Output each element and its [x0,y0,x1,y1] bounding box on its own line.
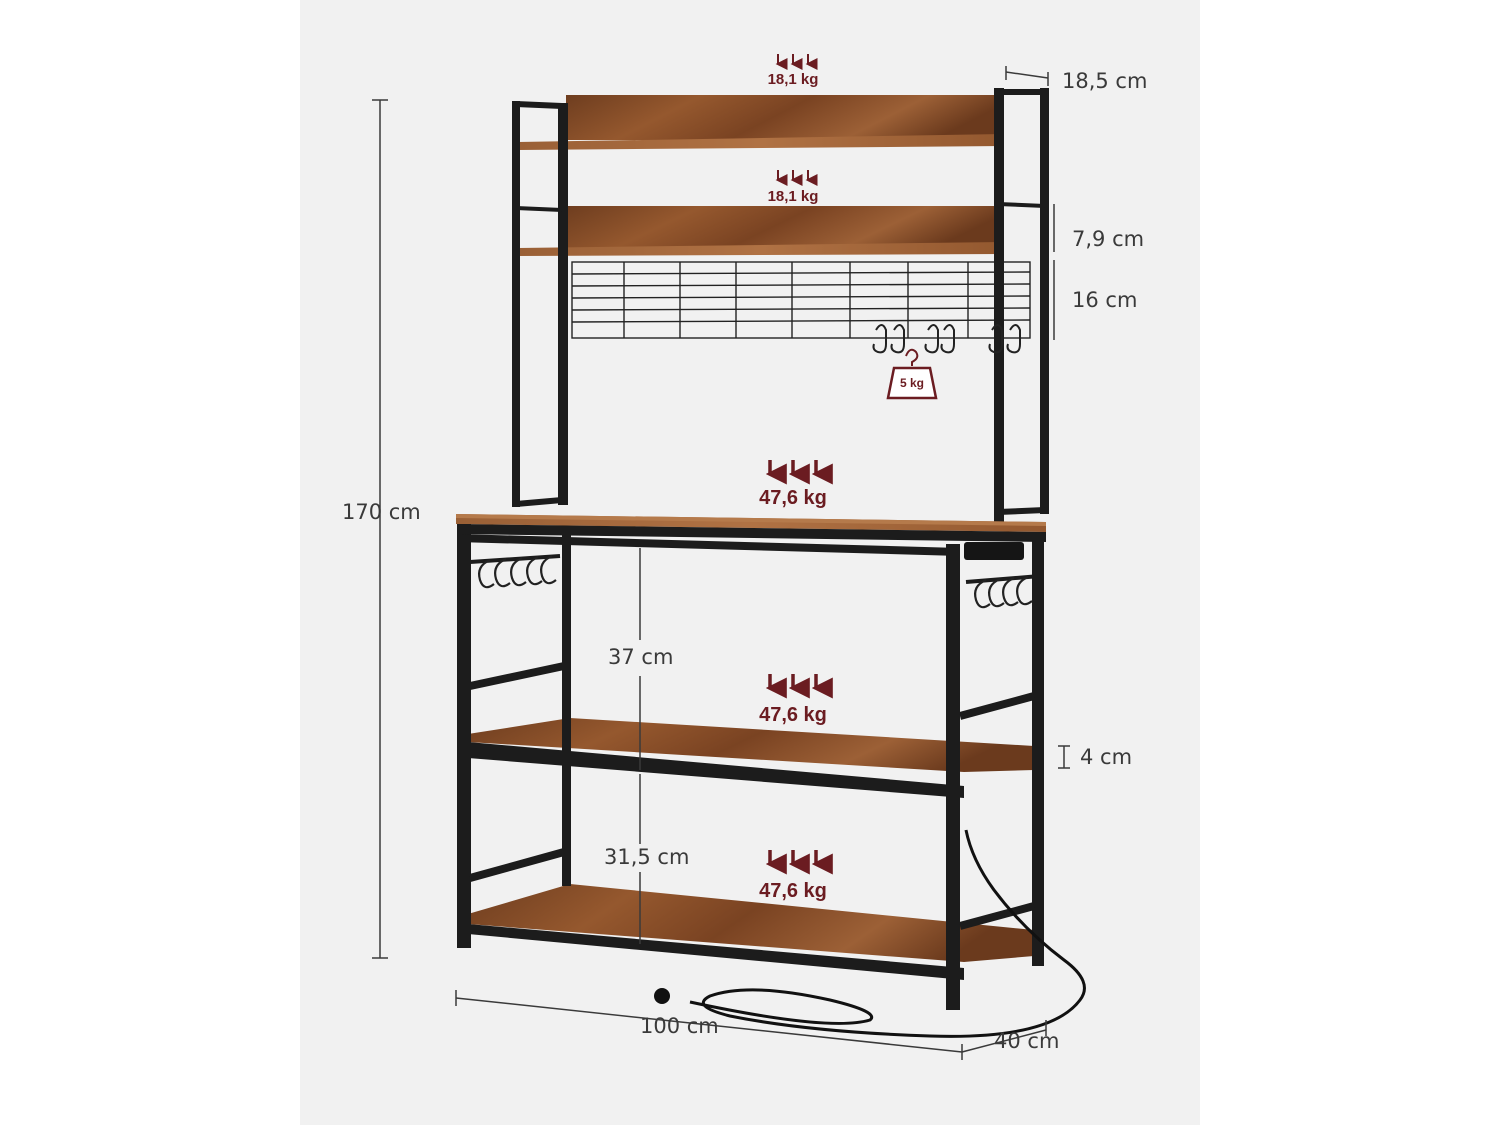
load-arrows-large [765,460,833,875]
second-shelf [518,242,1004,256]
width-label: 100 cm [640,1014,719,1038]
grid-height-label: 16 cm [1072,288,1138,312]
hutch [512,88,1049,524]
hutch-frame [512,88,1049,524]
grid-hooks [872,324,1021,354]
front-right-leg [946,544,960,1010]
second-shelf-load: 18,1 kg [767,188,819,205]
power-strip [964,542,1024,560]
shelf-gap-label: 7,9 cm [1072,227,1145,251]
top-shelf [518,134,1004,150]
lower-rack [456,514,1086,1038]
back-left-leg [562,528,571,886]
bottom-shelf [468,884,1034,962]
lower-gap-2-label: 31,5 cm [604,845,690,869]
top-shelf-load: 18,1 kg [767,71,819,88]
middle-shelf-load: 47,6 kg [759,704,827,726]
power-cable [689,829,1086,1038]
hanging-weight-icon [886,348,938,400]
back-right-leg [1032,532,1044,966]
plug [654,988,670,1004]
top-backboard [566,95,1004,140]
bottom-shelf-load: 47,6 kg [759,880,827,902]
depth-label: 40 cm [994,1029,1060,1053]
height-label: 170 cm [342,500,421,524]
shelf-thickness-label: 4 cm [1080,745,1133,769]
dimension-lines [372,66,1070,1060]
wire-grid [571,261,1031,339]
front-left-leg [457,524,471,948]
middle-shelf [468,718,1034,772]
hutch-depth-label: 18,5 cm [1062,69,1148,93]
second-backboard [566,206,1004,248]
lower-gap-1-label: 37 cm [608,645,674,669]
hook-load: 5 kg [899,376,924,390]
load-arrows [775,54,818,186]
desktop-load: 47,6 kg [759,487,827,509]
side-hooks [478,554,1033,609]
